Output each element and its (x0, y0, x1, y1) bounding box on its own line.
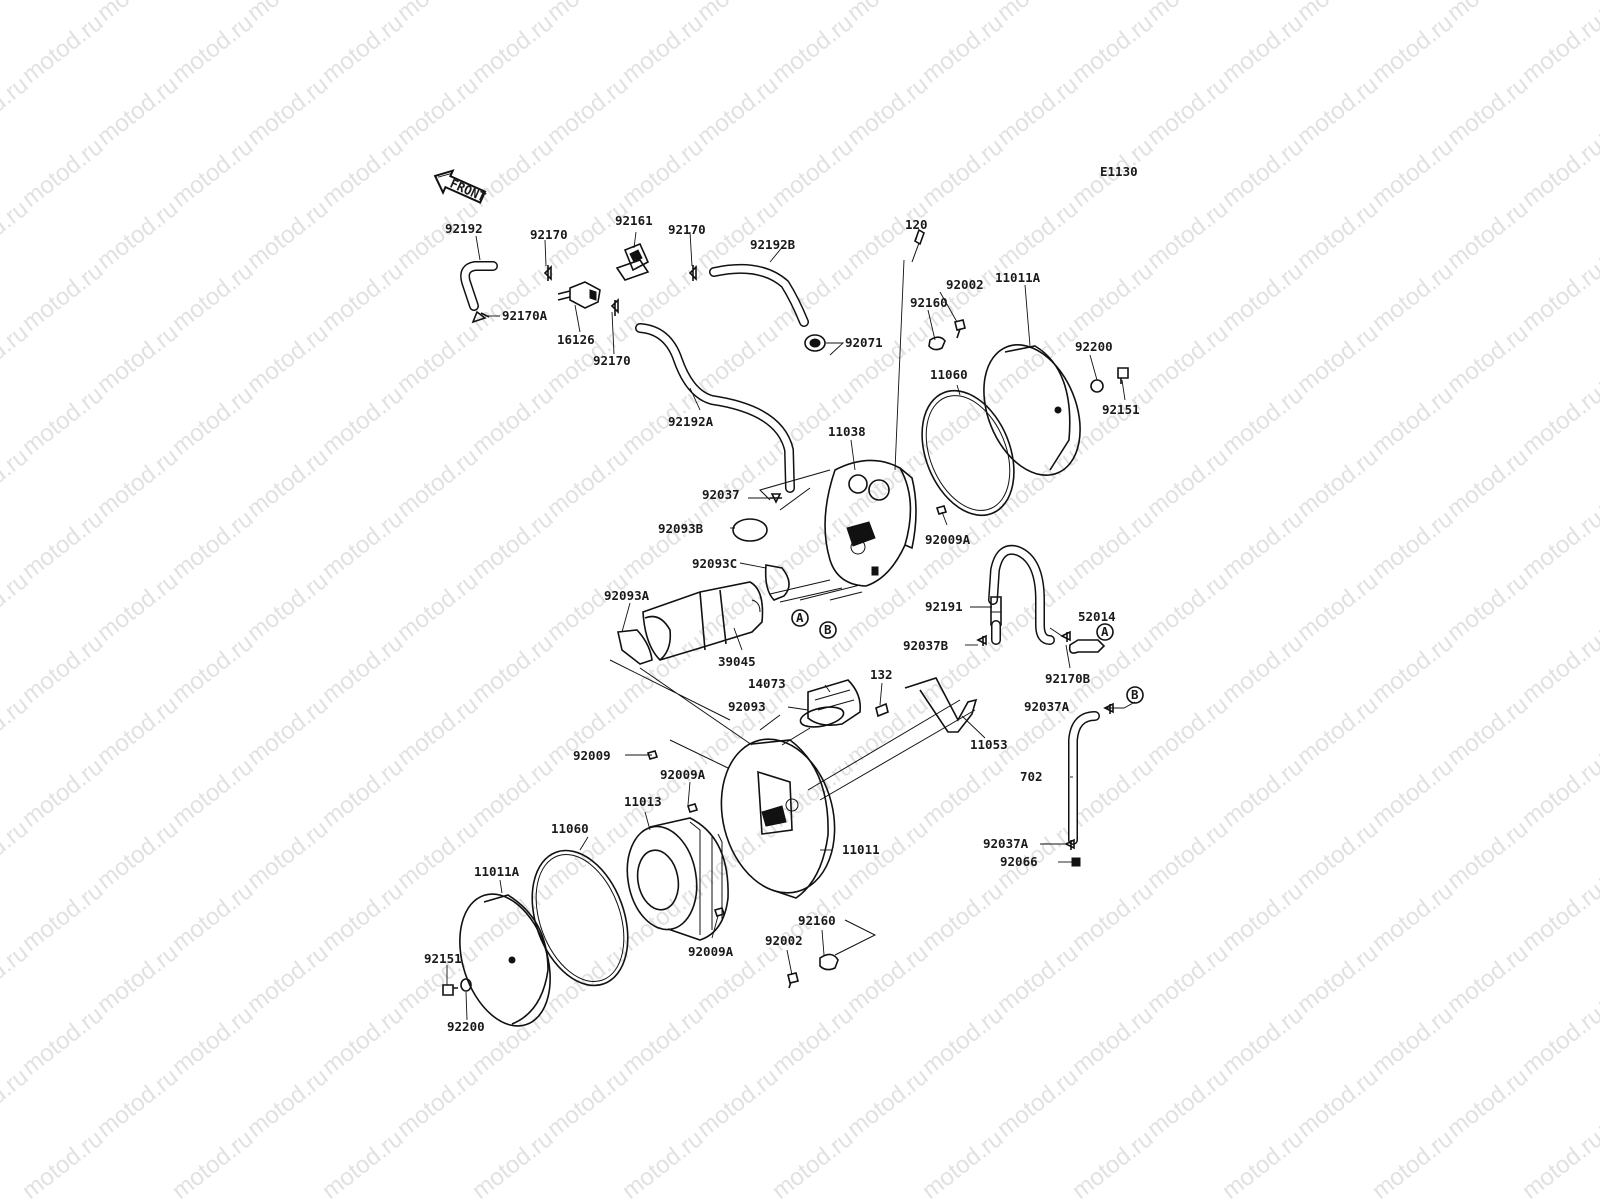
part-label-92151: 92151 (1102, 402, 1140, 417)
hose-702 (1068, 711, 1100, 845)
bolt-92002-lower (787, 972, 799, 989)
joint-16126 (557, 281, 601, 309)
gasket-11060-lower (531, 849, 629, 987)
plug-92066 (1071, 857, 1081, 867)
part-label-39045: 39045 (718, 654, 756, 669)
part-label-11011A: 11011A (474, 864, 520, 879)
part-label-92161: 92161 (615, 213, 653, 228)
part-label-16126: 16126 (557, 332, 595, 347)
bracket-92161 (615, 242, 650, 281)
part-label-92093A: 92093A (604, 588, 650, 603)
part-label-92191: 92191 (925, 599, 963, 614)
part-label-11011A: 11011A (995, 270, 1041, 285)
filter-11013 (626, 817, 729, 941)
bolt-92151 (1117, 367, 1129, 384)
bolt-92151-lower (442, 984, 458, 996)
gasket-92093A (617, 629, 653, 665)
cover-11011A-lower (459, 893, 551, 1027)
ref-circle-a: A A (791, 609, 1114, 641)
part-label-120: 120 (905, 217, 928, 232)
svg-text:A: A (796, 610, 804, 625)
bolt-92009 (646, 505, 948, 917)
housing-39045 (642, 581, 764, 661)
ref-circle-b: B B (819, 621, 1144, 704)
bolt-92002 (954, 319, 966, 339)
part-label-92170: 92170 (530, 227, 568, 242)
part-label-92170: 92170 (668, 222, 706, 237)
gasket-92093B (732, 518, 768, 542)
part-label-11038: 11038 (828, 424, 866, 439)
part-label-92002: 92002 (946, 277, 984, 292)
part-label-132: 132 (870, 667, 893, 682)
part-label-92160: 92160 (798, 913, 836, 928)
part-label-92037A: 92037A (1024, 699, 1070, 714)
part-label-92192B: 92192B (750, 237, 796, 252)
part-label-92009A: 92009A (660, 767, 706, 782)
part-label-92192: 92192 (445, 221, 483, 236)
svg-text:B: B (1131, 687, 1139, 702)
svg-text:B: B (824, 622, 832, 637)
washer-92200 (1090, 379, 1104, 393)
clamp-92037A (1064, 702, 1114, 850)
part-label-92192A: 92192A (668, 414, 714, 429)
part-label-92200: 92200 (447, 1019, 485, 1034)
bolt-120 (911, 228, 925, 263)
hose-92191 (988, 544, 1055, 645)
base-11011 (720, 738, 836, 899)
part-label-92009A: 92009A (925, 532, 971, 547)
part-label-92037B: 92037B (903, 638, 949, 653)
part-label-92200: 92200 (1075, 339, 1113, 354)
diagram-code: E1130 (1100, 164, 1138, 179)
part-label-92160: 92160 (910, 295, 948, 310)
part-labels: 92192 92170 92161 92170 92192B 120 92002… (424, 213, 1140, 1034)
part-label-11053: 11053 (970, 737, 1008, 752)
gasket-11060 (921, 389, 1015, 517)
bolt-132 (875, 702, 889, 718)
grommet-92071 (804, 334, 826, 352)
clamp-icon (471, 265, 782, 504)
part-label-52014: 52014 (1078, 609, 1116, 624)
part-label-92037: 92037 (702, 487, 740, 502)
part-label-92170: 92170 (593, 353, 631, 368)
part-label-92093: 92093 (728, 699, 766, 714)
duct-14073 (807, 679, 862, 726)
gasket-92093C (764, 564, 790, 601)
svg-text:A: A (1101, 624, 1109, 639)
clamp-92037B (976, 634, 987, 646)
front-arrow-icon: FRONT (433, 169, 488, 205)
part-label-92009: 92009 (573, 748, 611, 763)
collar-92160 (928, 336, 946, 351)
leader-lines (446, 231, 1136, 1021)
washer-92200-lower (460, 978, 472, 992)
part-label-92093C: 92093C (692, 556, 737, 571)
part-label-92002: 92002 (765, 933, 803, 948)
part-label-11060: 11060 (930, 367, 968, 382)
clamp-92170B (1060, 630, 1071, 642)
collar-92160-lower (819, 953, 839, 971)
part-label-14073: 14073 (748, 676, 786, 691)
part-label-92066: 92066 (1000, 854, 1038, 869)
joint-52014 (1068, 639, 1106, 654)
part-label-92009A: 92009A (688, 944, 734, 959)
bracket-11053 (904, 677, 978, 733)
part-label-92170A: 92170A (502, 308, 548, 323)
part-label-92093B: 92093B (658, 521, 704, 536)
part-label-92151: 92151 (424, 951, 462, 966)
cover-11011A (983, 344, 1081, 476)
hose-92192 (460, 261, 498, 311)
gasket-92093 (799, 706, 845, 728)
front-arrow-label: FRONT (448, 176, 488, 205)
part-label-11013: 11013 (624, 794, 662, 809)
hose-92192A (635, 323, 795, 493)
backing-plate-11038 (824, 459, 917, 587)
hose-92192B (709, 263, 809, 327)
part-label-92037A: 92037A (983, 836, 1029, 851)
part-label-702: 702 (1020, 769, 1043, 784)
part-label-92170B: 92170B (1045, 671, 1091, 686)
part-label-11060: 11060 (551, 821, 589, 836)
part-label-92071: 92071 (845, 335, 883, 350)
part-label-11011: 11011 (842, 842, 880, 857)
